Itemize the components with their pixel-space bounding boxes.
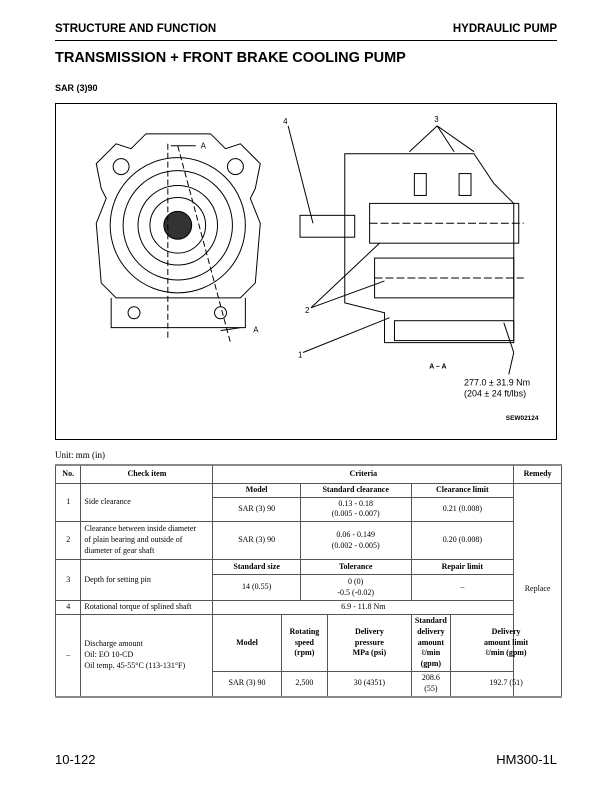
text: Discharge amount — [84, 639, 143, 649]
subheader: Clearance limit — [410, 482, 515, 498]
cell: SAR (3) 90 — [212, 671, 282, 698]
model-subtitle: SAR (3)90 — [55, 83, 98, 93]
cell: 2,500 — [280, 671, 329, 698]
page-title: TRANSMISSION + FRONT BRAKE COOLING PUMP — [55, 50, 406, 66]
cell: 192.7 (51) — [450, 671, 562, 698]
text: Rotating — [289, 626, 320, 636]
col-remedy: Remedy — [513, 464, 562, 484]
callout-3: 3 — [434, 115, 439, 124]
unit-label: Unit: mm (in) — [55, 450, 105, 460]
cell: SAR (3) 90 — [212, 521, 301, 561]
row-no: 1 — [54, 482, 82, 523]
cell: 0 (0)-0.5 (-0.02) — [299, 574, 412, 602]
figure-code: SEW02124 — [506, 415, 539, 422]
row-no: 2 — [54, 521, 82, 561]
section-label: A – A — [429, 363, 446, 370]
subheader: Model — [212, 614, 282, 673]
section-mark-bottom: A — [253, 326, 259, 335]
text: Oil temp. 45-55°C (113-131°F) — [84, 660, 186, 670]
check-table: No. Check item Criteria Remedy 1 Side cl… — [54, 464, 562, 698]
page-number: 10-122 — [55, 752, 96, 767]
value: 0.06 - 0.149 — [336, 529, 376, 539]
subheader: Standard size — [212, 559, 301, 576]
text: delivery — [417, 626, 445, 636]
cell: 6.9 - 11.8 Nm — [212, 600, 515, 616]
chapter-header: HYDRAULIC PUMP — [452, 23, 557, 35]
subheader: Standard clearance — [299, 482, 412, 498]
torque-spec: 277.0 ± 31.9 Nm — [464, 377, 530, 387]
text: diameter of gear shaft — [84, 545, 155, 555]
col-check-item: Check item — [80, 464, 214, 484]
value: (0.002 - 0.005) — [331, 540, 380, 550]
section-header: STRUCTURE AND FUNCTION — [55, 23, 217, 35]
side-section-drawing — [299, 153, 524, 353]
text: (rpm) — [294, 648, 315, 658]
section-mark-top: A — [201, 142, 207, 151]
front-view-drawing — [95, 133, 261, 343]
table-row: SAR (3) 90 0.13 - 0.18(0.005 - 0.007) 0.… — [56, 496, 562, 523]
text: speed — [294, 637, 314, 647]
row-no: 4 — [54, 600, 82, 616]
callout-1: 1 — [298, 350, 303, 359]
row-no: – — [54, 614, 82, 698]
cell: – — [410, 574, 515, 602]
row-no: 3 — [54, 559, 82, 602]
cell: 0.20 (0.008) — [410, 521, 515, 561]
text: of plain bearing and outside of — [84, 535, 183, 545]
text: Delivery — [491, 626, 521, 636]
text: MPa (psi) — [352, 648, 387, 658]
machine-model: HM300-1L — [496, 752, 557, 767]
subheader: Tolerance — [299, 559, 412, 576]
callout-4: 4 — [283, 117, 288, 126]
subheader: Model — [212, 482, 301, 498]
table-header-row: No. Check item Criteria Remedy — [54, 464, 562, 484]
cell: 0.13 - 0.18(0.005 - 0.007) — [299, 496, 412, 523]
value: 0 (0) — [348, 576, 364, 586]
subheader: Repair limit — [410, 559, 515, 576]
check-item: Depth for setting pin — [80, 559, 214, 602]
text: amount — [417, 637, 444, 647]
check-item: Rotational torque of splined shaft — [80, 600, 214, 616]
text: ℓ/min (gpm) — [420, 648, 442, 669]
table-row: 4 Rotational torque of splined shaft 6.9… — [54, 600, 562, 616]
text: Oil: EO 10-CD — [84, 649, 134, 659]
col-no: No. — [54, 464, 82, 484]
cell: SAR (3) 90 — [212, 496, 301, 523]
torque-spec-imperial: (204 ± 24 ft/lbs) — [464, 388, 526, 398]
value: (0.005 - 0.007) — [331, 509, 380, 519]
table-row: 14 (0.55) 0 (0)-0.5 (-0.02) – — [56, 574, 562, 602]
cell: 208.6 (55) — [410, 671, 452, 698]
table-row: 1 Side clearance Model Standard clearanc… — [54, 482, 562, 698]
pump-diagram: A A 4 3 2 1 A – A 277.0 ± 31.9 Nm (204 ±… — [55, 103, 557, 440]
cell: 0.21 (0.008) — [410, 496, 515, 523]
table-row: 3 Depth for setting pin Standard size To… — [54, 559, 562, 602]
table-row: SAR (3) 90 2,500 30 (4351) 208.6 (55) 19… — [56, 671, 562, 698]
text: ℓ/min (gpm) — [485, 648, 527, 658]
text: amount limit — [483, 637, 529, 647]
check-item: Side clearance — [80, 482, 214, 523]
text: Clearance between inside diameter — [84, 524, 197, 534]
cell: 14 (0.55) — [212, 574, 301, 602]
header-rule — [55, 40, 557, 41]
cell: 0.06 - 0.149(0.002 - 0.005) — [299, 521, 412, 561]
text: Standard — [414, 616, 447, 626]
callout-2: 2 — [305, 306, 310, 315]
value: 0.13 - 0.18 — [338, 498, 374, 508]
col-criteria: Criteria — [212, 464, 515, 484]
value: -0.5 (-0.02) — [337, 587, 375, 597]
cell: 30 (4351) — [327, 671, 412, 698]
text: pressure — [354, 637, 384, 647]
text: Delivery — [354, 626, 384, 636]
